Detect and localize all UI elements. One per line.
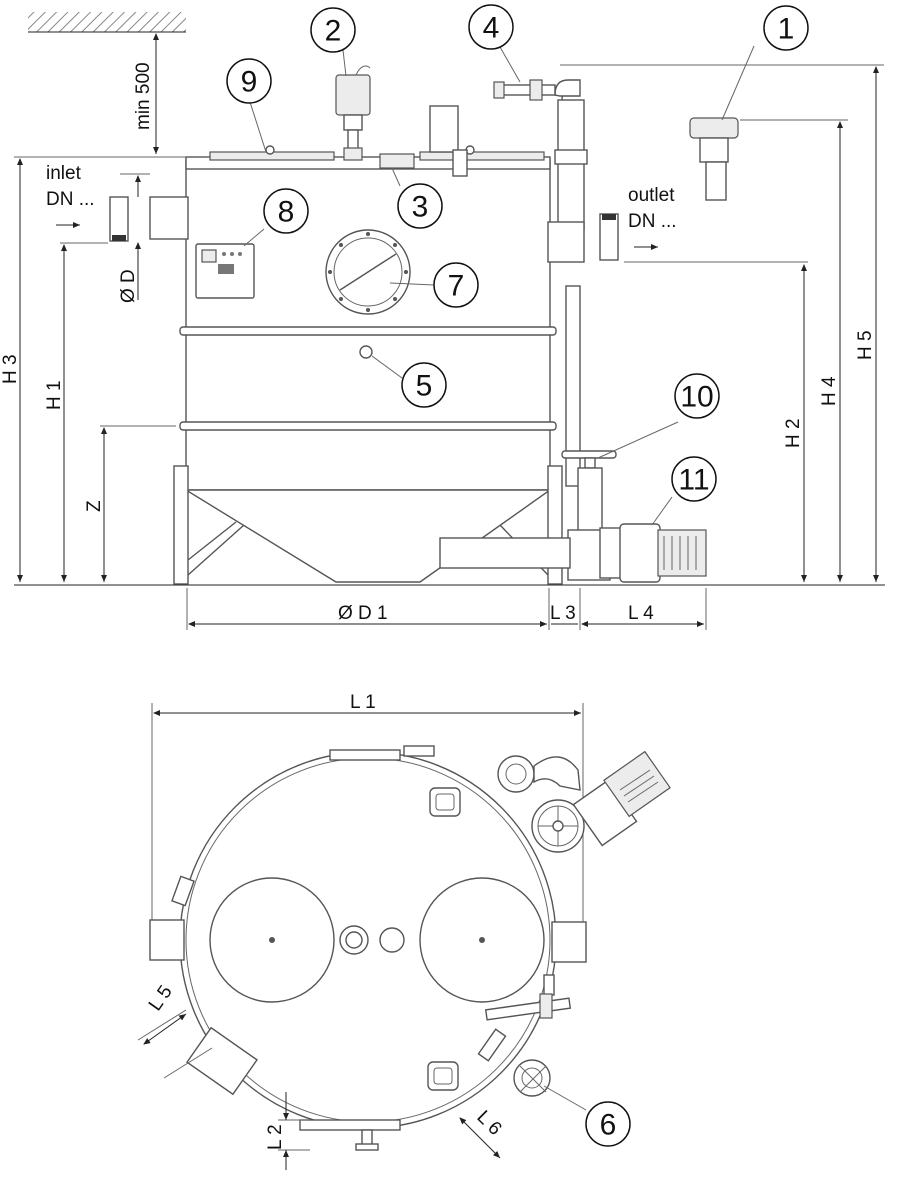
callout-5: 5 — [401, 362, 447, 408]
svg-text:7: 7 — [448, 270, 465, 303]
label-inlet-dn: DN ... — [46, 189, 95, 210]
callout-10: 10 — [674, 373, 720, 419]
label-inlet: inlet — [46, 163, 82, 184]
label-l3: L 3 — [550, 603, 576, 624]
label-h3: H 3 — [0, 354, 21, 384]
label-od: Ø D — [118, 269, 139, 303]
top-view: L 1 — [137, 692, 671, 1170]
inclined-nozzle — [186, 1026, 258, 1096]
tank-leg-left — [173, 465, 189, 585]
control-box — [195, 243, 255, 299]
callout-11: 11 — [671, 456, 717, 502]
level-sensor-top — [477, 1028, 551, 1097]
svg-text:3: 3 — [412, 191, 429, 224]
label-min500: min 500 — [133, 62, 154, 130]
label-l2: L 2 — [265, 1124, 286, 1150]
callout-7: 7 — [433, 262, 479, 308]
pump-motor — [599, 523, 707, 583]
callout-9: 9 — [226, 58, 272, 104]
label-outlet: outlet — [628, 185, 675, 206]
side-view: min 500 — [0, 12, 885, 630]
inlet-nozzle — [109, 196, 189, 242]
level-port — [359, 345, 373, 359]
callout-3: 3 — [397, 183, 443, 229]
svg-text:2: 2 — [325, 15, 342, 48]
label-l1: L 1 — [350, 692, 376, 713]
callouts: 1 2 3 4 5 6 7 8 — [226, 4, 809, 1147]
outlet-nozzle — [599, 213, 619, 261]
svg-text:4: 4 — [483, 12, 500, 45]
ceiling-hatch — [28, 12, 186, 32]
svg-text:6: 6 — [600, 1109, 617, 1142]
label-l4: L 4 — [628, 603, 654, 624]
label-h2: H 2 — [783, 418, 804, 448]
label-l5: L 5 — [145, 982, 177, 1015]
tank-cone — [183, 489, 553, 583]
label-h1: H 1 — [44, 380, 65, 410]
valve-handwheel-top — [531, 799, 585, 853]
label-od1: Ø D 1 — [338, 603, 388, 624]
svg-text:11: 11 — [678, 464, 709, 497]
svg-text:8: 8 — [278, 196, 295, 229]
label-z: Z — [84, 500, 105, 512]
vent-pipe — [493, 79, 588, 263]
label-h4: H 4 — [819, 376, 840, 406]
callout-6: 6 — [585, 1101, 631, 1147]
level-sensor — [689, 117, 739, 201]
vent-elbow-top — [497, 755, 581, 793]
svg-text:10: 10 — [680, 381, 713, 414]
svg-text:1: 1 — [778, 13, 795, 46]
callout-4: 4 — [468, 4, 514, 50]
pump-motor-top — [572, 750, 671, 847]
svg-text:5: 5 — [416, 370, 433, 403]
sight-glass — [325, 229, 411, 315]
tank-body — [185, 159, 551, 491]
callout-8: 8 — [263, 188, 309, 234]
label-outlet-dn: DN ... — [628, 211, 677, 232]
callout-1: 1 — [763, 5, 809, 51]
agitator — [335, 65, 371, 161]
label-h5: H 5 — [855, 330, 876, 360]
callout-2: 2 — [310, 7, 356, 53]
svg-text:9: 9 — [241, 66, 258, 99]
